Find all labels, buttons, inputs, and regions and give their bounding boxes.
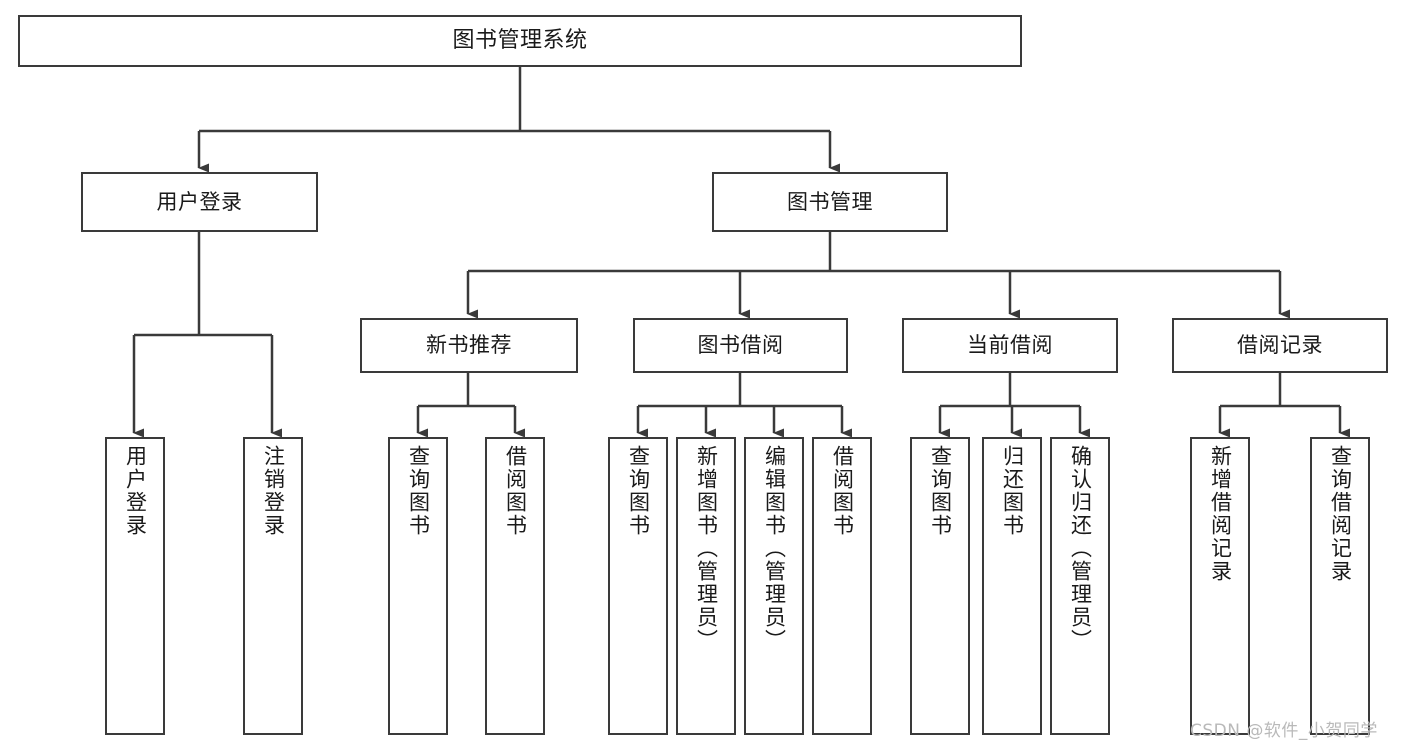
node-leaf-add-book[interactable]: 新增图书（管理员） — [676, 437, 736, 735]
node-root[interactable]: 图书管理系统 — [18, 15, 1022, 67]
node-leaf-add-record[interactable]: 新增借阅记录 — [1190, 437, 1250, 735]
node-leaf-borrow-book[interactable]: 借阅图书 — [812, 437, 872, 735]
node-borrow-record[interactable]: 借阅记录 — [1172, 318, 1388, 373]
node-leaf-edit-book[interactable]: 编辑图书（管理员） — [744, 437, 804, 735]
node-leaf-user-login[interactable]: 用户登录 — [105, 437, 165, 735]
node-leaf-query-book-rec[interactable]: 查询图书 — [388, 437, 448, 735]
node-leaf-borrow-book-rec[interactable]: 借阅图书 — [485, 437, 545, 735]
node-leaf-query-record[interactable]: 查询借阅记录 — [1310, 437, 1370, 735]
node-user-login[interactable]: 用户登录 — [81, 172, 318, 232]
node-book-borrow[interactable]: 图书借阅 — [633, 318, 848, 373]
node-root-label: 图书管理系统 — [452, 28, 588, 54]
node-leaf-borrow-book-label: 借阅图书 — [830, 445, 855, 537]
node-borrow-record-label: 借阅记录 — [1237, 333, 1323, 358]
node-book-manage[interactable]: 图书管理 — [712, 172, 948, 232]
node-leaf-query-book-rec-label: 查询图书 — [406, 445, 431, 537]
node-leaf-user-logout[interactable]: 注销登录 — [243, 437, 303, 735]
node-leaf-edit-book-label: 编辑图书（管理员） — [762, 445, 787, 652]
node-leaf-add-book-label: 新增图书（管理员） — [694, 445, 719, 652]
node-leaf-user-logout-label: 注销登录 — [261, 445, 286, 537]
node-book-borrow-label: 图书借阅 — [697, 333, 784, 358]
node-leaf-return-book[interactable]: 归还图书 — [982, 437, 1042, 735]
node-leaf-query-record-label: 查询借阅记录 — [1328, 445, 1353, 583]
node-new-book-rec[interactable]: 新书推荐 — [360, 318, 578, 373]
node-current-borrow[interactable]: 当前借阅 — [902, 318, 1118, 373]
node-leaf-user-login-label: 用户登录 — [123, 445, 148, 537]
node-leaf-borrow-book-rec-label: 借阅图书 — [503, 445, 528, 537]
node-current-borrow-label: 当前借阅 — [967, 333, 1053, 358]
node-leaf-return-book-label: 归还图书 — [1000, 445, 1025, 537]
node-leaf-query-book-borrow-label: 查询图书 — [626, 445, 651, 537]
node-book-manage-label: 图书管理 — [787, 189, 873, 214]
node-leaf-query-book-current-label: 查询图书 — [928, 445, 953, 537]
csdn-watermark: CSDN @软件_小贺同学 — [1190, 721, 1378, 741]
node-user-login-label: 用户登录 — [156, 189, 243, 214]
node-new-book-rec-label: 新书推荐 — [426, 333, 512, 358]
node-leaf-confirm-return[interactable]: 确认归还（管理员） — [1050, 437, 1110, 735]
node-leaf-add-record-label: 新增借阅记录 — [1208, 445, 1233, 583]
node-leaf-query-book-borrow[interactable]: 查询图书 — [608, 437, 668, 735]
node-leaf-query-book-current[interactable]: 查询图书 — [910, 437, 970, 735]
node-leaf-confirm-return-label: 确认归还（管理员） — [1068, 445, 1093, 652]
